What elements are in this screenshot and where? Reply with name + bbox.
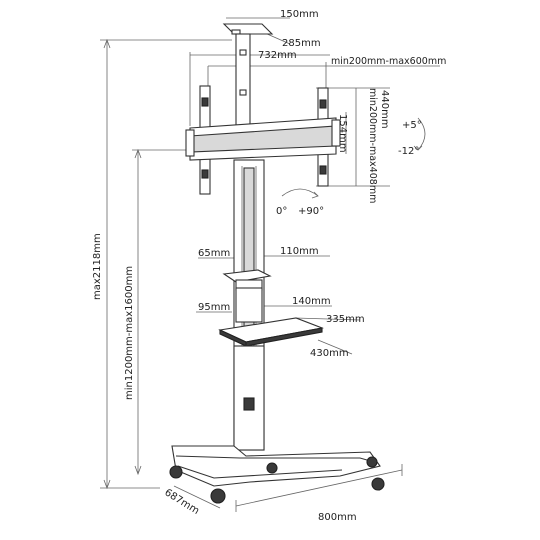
label-rotation-start: 0° [276,206,287,217]
caster-wheels [169,456,385,504]
label-lower-shelf-depth: 95mm [198,302,230,313]
label-bracket-height: 440mm [379,90,390,129]
label-upper-shelf-depth: 65mm [198,248,230,259]
label-base-depth: 687mm [162,487,201,517]
upper-pole [235,33,251,131]
label-tilt-up: +5° [402,120,422,131]
rotation-arrow [281,188,319,199]
label-mount-height: min1200mm-max1600mm [124,266,135,400]
base-dimension-lines [173,464,403,512]
lower-tray [218,317,325,347]
label-base-width: 800mm [318,512,357,523]
label-arm-offset: 154mm [337,114,348,153]
bracket-width-dimension-line [189,52,330,126]
label-tray-width: 430mm [310,348,349,359]
middle-bracket [235,287,263,323]
label-rotation-end: +90° [298,206,324,217]
label-top-plate-width: 150mm [280,9,319,20]
label-vesa-horizontal: min200mm-max600mm [331,56,446,67]
label-vesa-vertical: min200mm-max408mm [367,88,378,203]
label-upper-shelf-width: 110mm [280,246,319,257]
label-bracket-width: 732mm [258,50,297,61]
label-lower-shelf-width: 140mm [292,296,331,307]
mount-height-dimension [132,148,200,476]
label-tray-depth: 335mm [326,314,365,325]
horizontal-bracket-arm [185,117,341,161]
tilt-arrow [413,117,426,151]
shelf-dimension-lines [196,255,361,355]
top-camera-plate [222,23,274,35]
label-top-plate-depth: 285mm [282,38,321,49]
label-tilt-down: -12° [398,146,419,157]
overall-height-dimension [100,38,232,490]
lower-column [233,345,265,451]
label-overall-height: max2118mm [92,233,103,300]
